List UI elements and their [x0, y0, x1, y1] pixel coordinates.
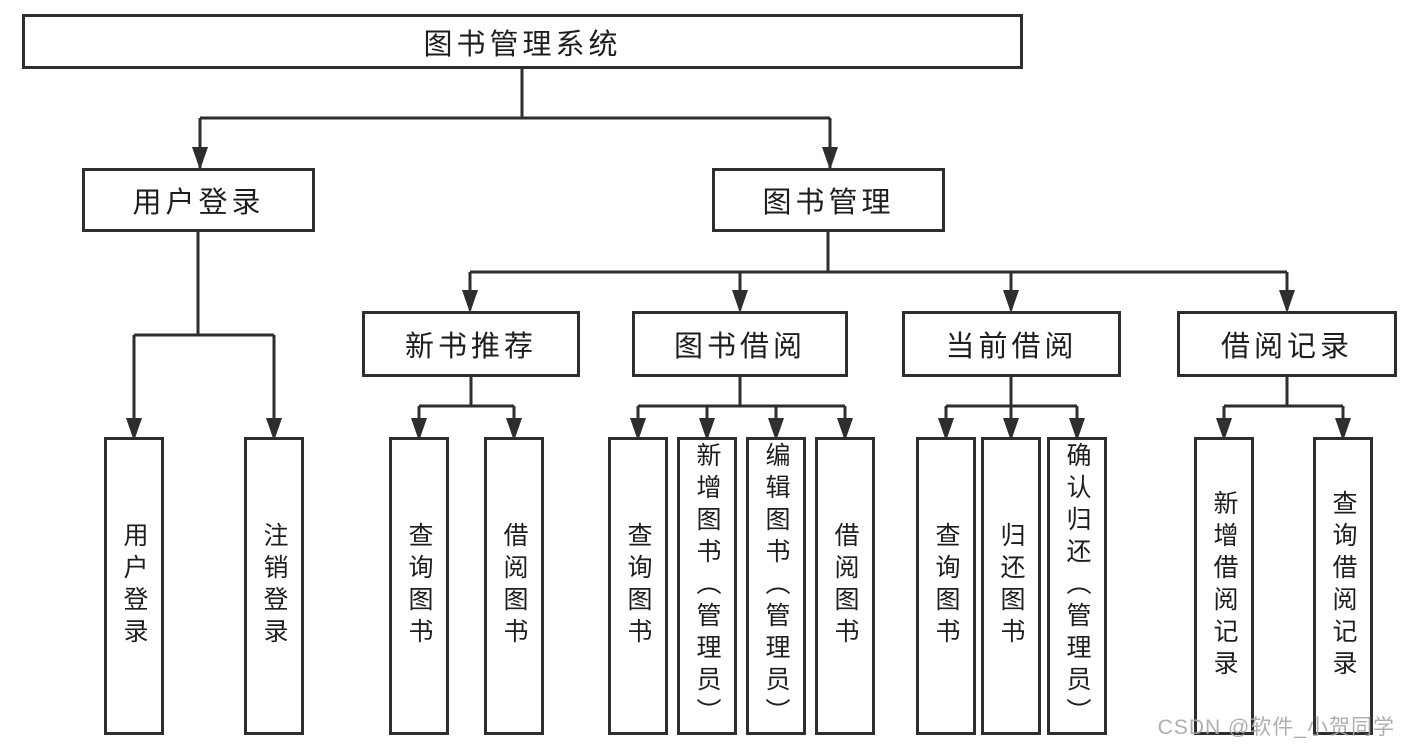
node-leaf-borrow-books-borrowing: 借阅图书 [815, 437, 875, 735]
node-current-borrowing: 当前借阅 [902, 311, 1121, 377]
node-leaf-logout: 注销登录 [244, 437, 304, 735]
node-leaf-query-borrow-record: 查询借阅记录 [1313, 437, 1373, 735]
node-leaf-confirm-return-admin: 确认归还（管理员） [1047, 437, 1107, 735]
csdn-watermark: CSDN @软件_小贺同学 [1157, 716, 1395, 739]
node-leaf-add-borrow-record: 新增借阅记录 [1194, 437, 1254, 735]
node-leaf-borrow-books-recommend: 借阅图书 [484, 437, 544, 735]
node-leaf-query-books-borrowing: 查询图书 [608, 437, 668, 735]
node-borrowing-records: 借阅记录 [1177, 311, 1397, 377]
node-root-system: 图书管理系统 [22, 14, 1023, 69]
node-user-login: 用户登录 [82, 168, 315, 232]
node-leaf-return-book: 归还图书 [981, 437, 1041, 735]
node-leaf-add-book-admin: 新增图书（管理员） [677, 437, 737, 735]
node-leaf-query-books-recommend: 查询图书 [389, 437, 449, 735]
node-leaf-edit-book-admin: 编辑图书（管理员） [746, 437, 806, 735]
node-book-management: 图书管理 [712, 168, 945, 232]
node-leaf-user-login: 用户登录 [104, 437, 164, 735]
node-new-book-recommend: 新书推荐 [362, 311, 580, 377]
arrowheads [126, 147, 1351, 441]
node-book-borrowing: 图书借阅 [632, 311, 848, 377]
node-leaf-query-books-current: 查询图书 [916, 437, 976, 735]
